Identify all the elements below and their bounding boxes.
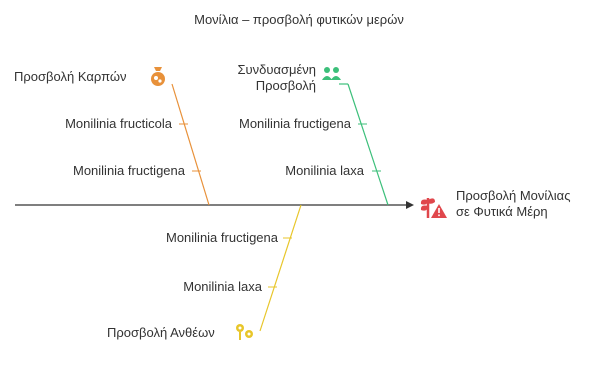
people-group-icon	[322, 67, 341, 80]
effect-line1: Προσβολή Μονίλιας	[456, 188, 571, 203]
combined-cause-1: Monilinia fructigena	[238, 116, 351, 131]
flowers-icon	[236, 324, 253, 340]
diagram-title: Μονίλια – προσβολή φυτικών μερών	[194, 12, 404, 27]
effect-line2: σε Φυτικά Μέρη	[456, 204, 548, 219]
fruit-branch-line	[171, 83, 210, 206]
flowers-branch-title: Προσβολή Ανθέων	[107, 325, 215, 340]
combined-cause-2: Monilinia laxa	[285, 163, 364, 178]
combined-branch-diag	[347, 83, 389, 206]
flowers-branch-line	[259, 204, 302, 332]
combined-branch-title-line2: Προσβολή	[255, 78, 316, 93]
flowers-cause-1: Monilinia fructigena	[165, 230, 278, 245]
flowers-cause-2: Monilinia laxa	[183, 279, 262, 294]
fruit-cause-2: Monilinia fructigena	[72, 163, 185, 178]
combined-branch-title-line1: Συνδυασμένη	[237, 62, 316, 77]
spine-arrowhead	[406, 201, 414, 209]
fruit-cause-1: Monilinia fructicola	[65, 116, 172, 131]
fruit-bag-icon	[151, 67, 165, 86]
plant-warning-icon	[420, 198, 447, 218]
fruit-branch-title: Προσβολή Καρπών	[14, 69, 127, 84]
